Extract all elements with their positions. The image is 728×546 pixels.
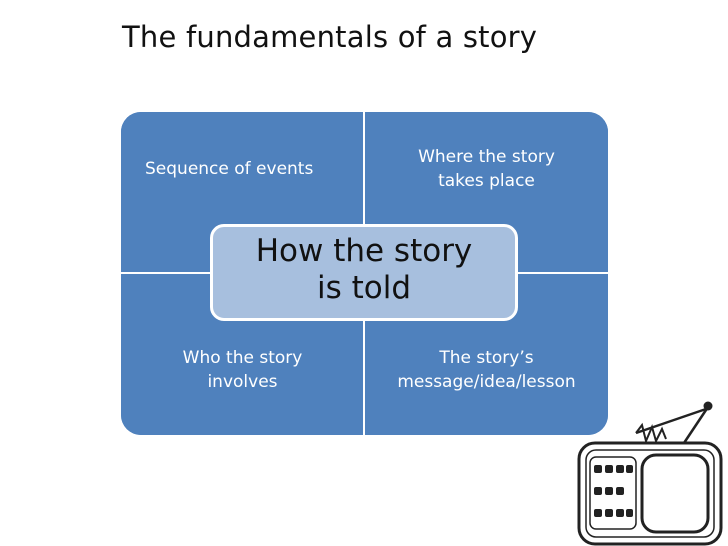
quadrant-label-line: takes place: [438, 171, 535, 191]
quadrant-label-line: The story’s: [439, 348, 534, 368]
quadrant-label-line: Sequence of events: [145, 159, 314, 179]
quadrant-label-line: Where the story: [418, 147, 555, 167]
center-label-line: How the story: [255, 233, 473, 269]
slide-title: The fundamentals of a story: [122, 20, 538, 54]
center-box: How the story is told: [210, 224, 518, 321]
center-label-line: is told: [316, 270, 412, 306]
quadrant-label-line: involves: [207, 372, 278, 392]
story-matrix: Sequence of events Where the story takes…: [121, 112, 608, 435]
television-icon: [577, 401, 723, 546]
quadrant-label-line: message/idea/lesson: [397, 372, 576, 392]
quadrant-label-line: Who the story: [182, 348, 303, 368]
